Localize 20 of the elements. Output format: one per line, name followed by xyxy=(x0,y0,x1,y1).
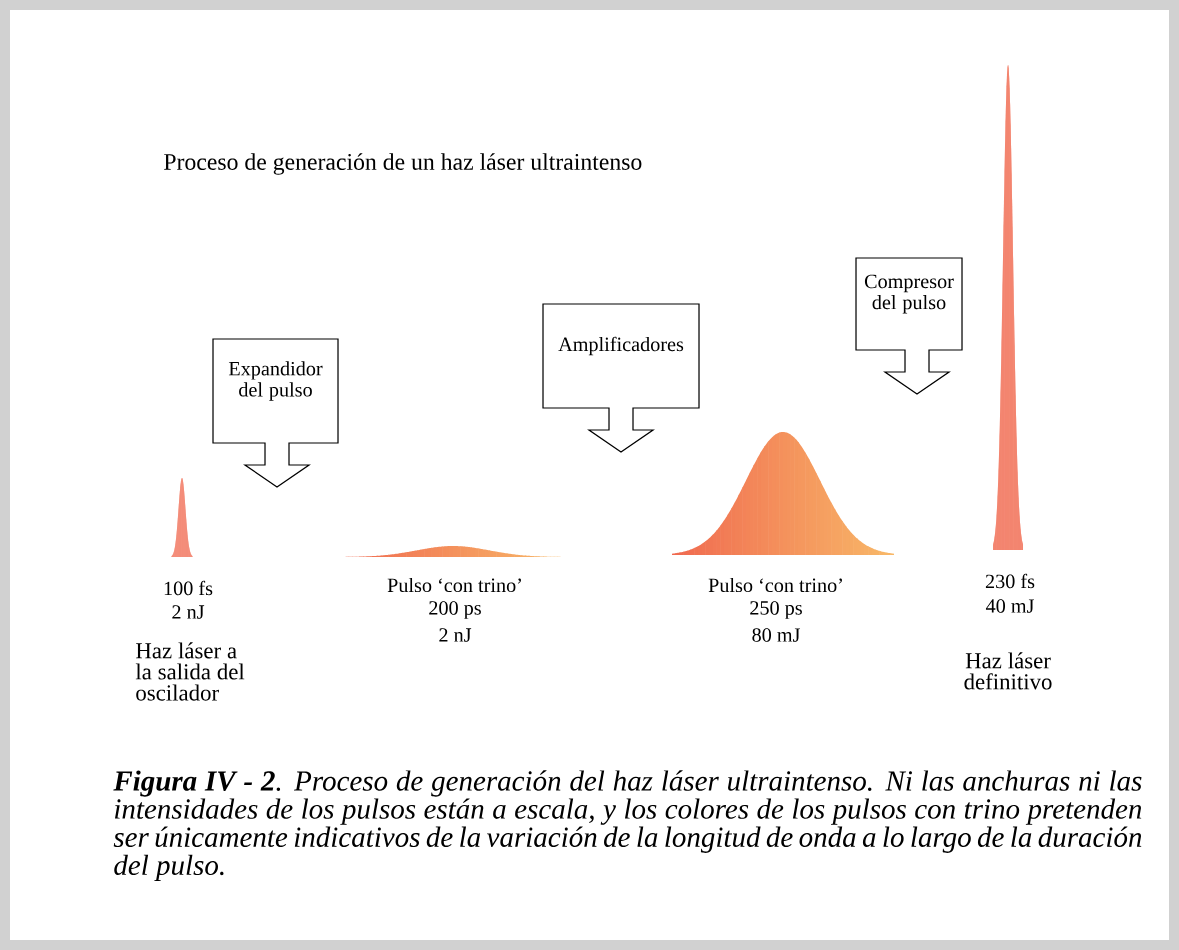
caption: Figura IV - 2. Proceso de generación del haz láser ultraintenso. Ni las anchuras ni las intensidades de los pulsos están a escala, y los colores de los pulsos con trino pretenden ser únicamente indicativos de la variación de la longitud de onda a lo largo de la duración del pulso. xyxy=(113,770,1142,881)
pulse-drawing xyxy=(171,478,193,557)
pulse-label: 200 ps xyxy=(429,601,481,619)
pulse-label: Pulso ‘con trino’ xyxy=(387,577,521,593)
pulse-label: 2 nJ xyxy=(439,628,472,642)
title: Proceso de generación de un haz láser ultraintenso xyxy=(164,153,642,175)
pulse-drawing xyxy=(672,432,894,555)
pulse-label: Pulso ‘con trino’ xyxy=(708,577,842,593)
pulse-label: 2 nJ xyxy=(172,605,205,619)
pulse-label: 80 mJ xyxy=(752,628,800,642)
pulse-label: Haz láser a la salida del oscilador xyxy=(135,642,245,701)
arrow-box: Amplificadores xyxy=(542,303,700,453)
arrow-box: Compresor del pulso xyxy=(855,257,963,395)
pulse-label: Haz láser definitivo xyxy=(964,652,1052,690)
pulse-label: 250 ps xyxy=(750,601,802,619)
pulse-label: 40 mJ xyxy=(985,599,1034,613)
pulse-drawing xyxy=(993,65,1023,550)
arrow-box: Expandidor del pulso xyxy=(212,338,339,488)
pulse-label: 230 fs xyxy=(985,573,1035,589)
pulse-label: 100 fs xyxy=(164,580,213,596)
